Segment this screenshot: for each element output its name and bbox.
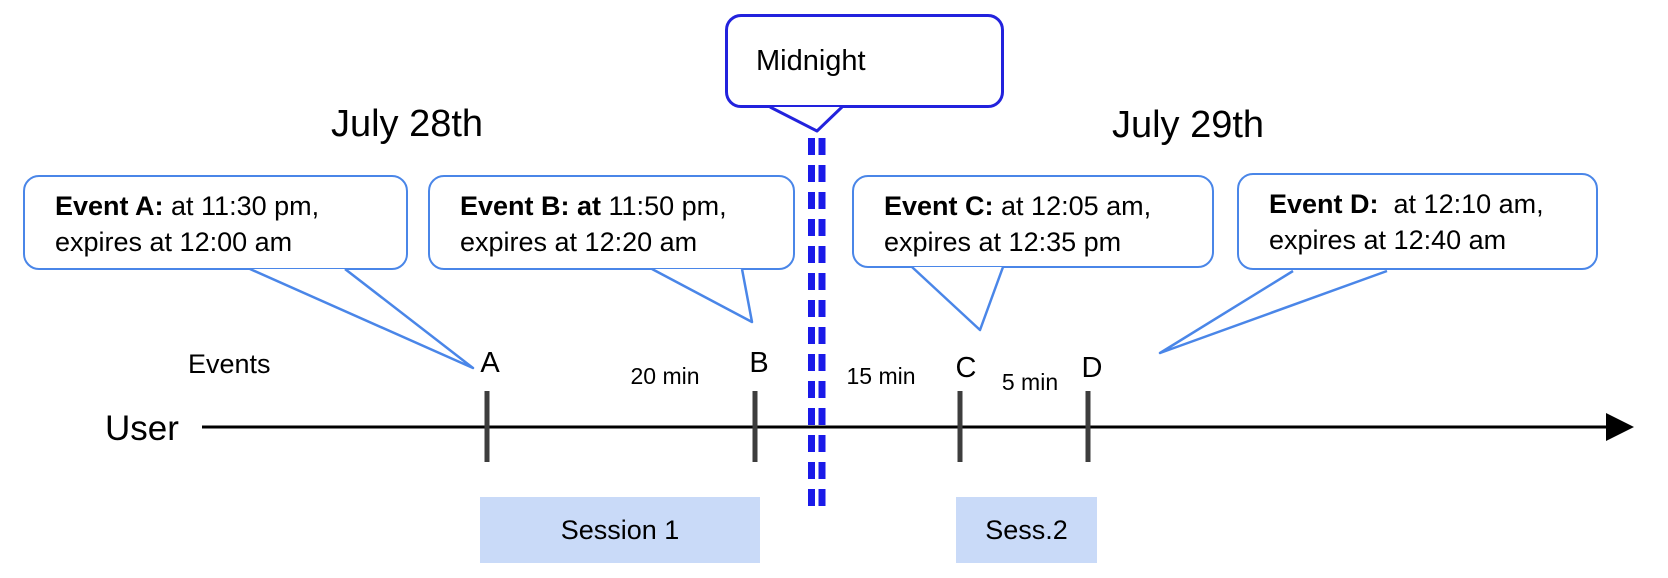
midnight-label: Midnight [756, 44, 866, 77]
user-label: User [105, 409, 179, 448]
session-1-label: Session 1 [560, 514, 680, 545]
callout-event-a-line2: expires at 12:00 am [55, 227, 293, 257]
callout-event-c-line1: Event C: at 12:05 am, [884, 191, 1152, 221]
callout-event-d-line1: Event D: at 12:10 am, [1269, 189, 1544, 219]
tick-label-b: B [749, 347, 769, 379]
callout-b-tail [651, 267, 754, 324]
callout-event-d: Event D: at 12:10 am, expires at 12:40 a… [1237, 173, 1598, 270]
callout-event-b-line1: Event B: at 11:50 pm, [460, 191, 727, 221]
callout-event-b-line2: expires at 12:20 am [460, 227, 698, 257]
callout-event-c: Event C: at 12:05 am, expires at 12:35 p… [852, 175, 1214, 268]
interval-label-5min: 5 min [1001, 369, 1059, 395]
date-label-july-28: July 28th [330, 103, 484, 145]
timeline-arrowhead-icon [1606, 413, 1634, 441]
tick-label-d: D [1081, 352, 1103, 384]
callout-event-a-line1: Event A: at 11:30 pm, [55, 191, 320, 221]
midnight-callout-tail [769, 105, 844, 133]
callout-event-a: Event A: at 11:30 pm, expires at 12:00 a… [23, 175, 408, 270]
tick-label-c: C [955, 352, 977, 384]
events-label: Events [188, 349, 271, 379]
session-2-box: Sess.2 [956, 497, 1097, 563]
interval-label-15min: 15 min [846, 363, 916, 389]
callout-a-tail [249, 267, 475, 370]
date-label-july-29: July 29th [1111, 104, 1265, 146]
callout-event-b: Event B: at 11:50 pm, expires at 12:20 a… [428, 175, 795, 270]
callout-d-tail [1158, 269, 1388, 355]
session-1-box: Session 1 [480, 497, 760, 563]
callout-c-tail [911, 266, 1005, 332]
midnight-callout: Midnight [725, 14, 1004, 108]
session-2-label: Sess.2 [985, 514, 1068, 545]
callout-event-c-line2: expires at 12:35 pm [884, 227, 1122, 257]
callout-event-d-line2: expires at 12:40 am [1269, 225, 1507, 255]
interval-label-20min: 20 min [630, 363, 700, 389]
tick-label-a: A [480, 347, 500, 379]
